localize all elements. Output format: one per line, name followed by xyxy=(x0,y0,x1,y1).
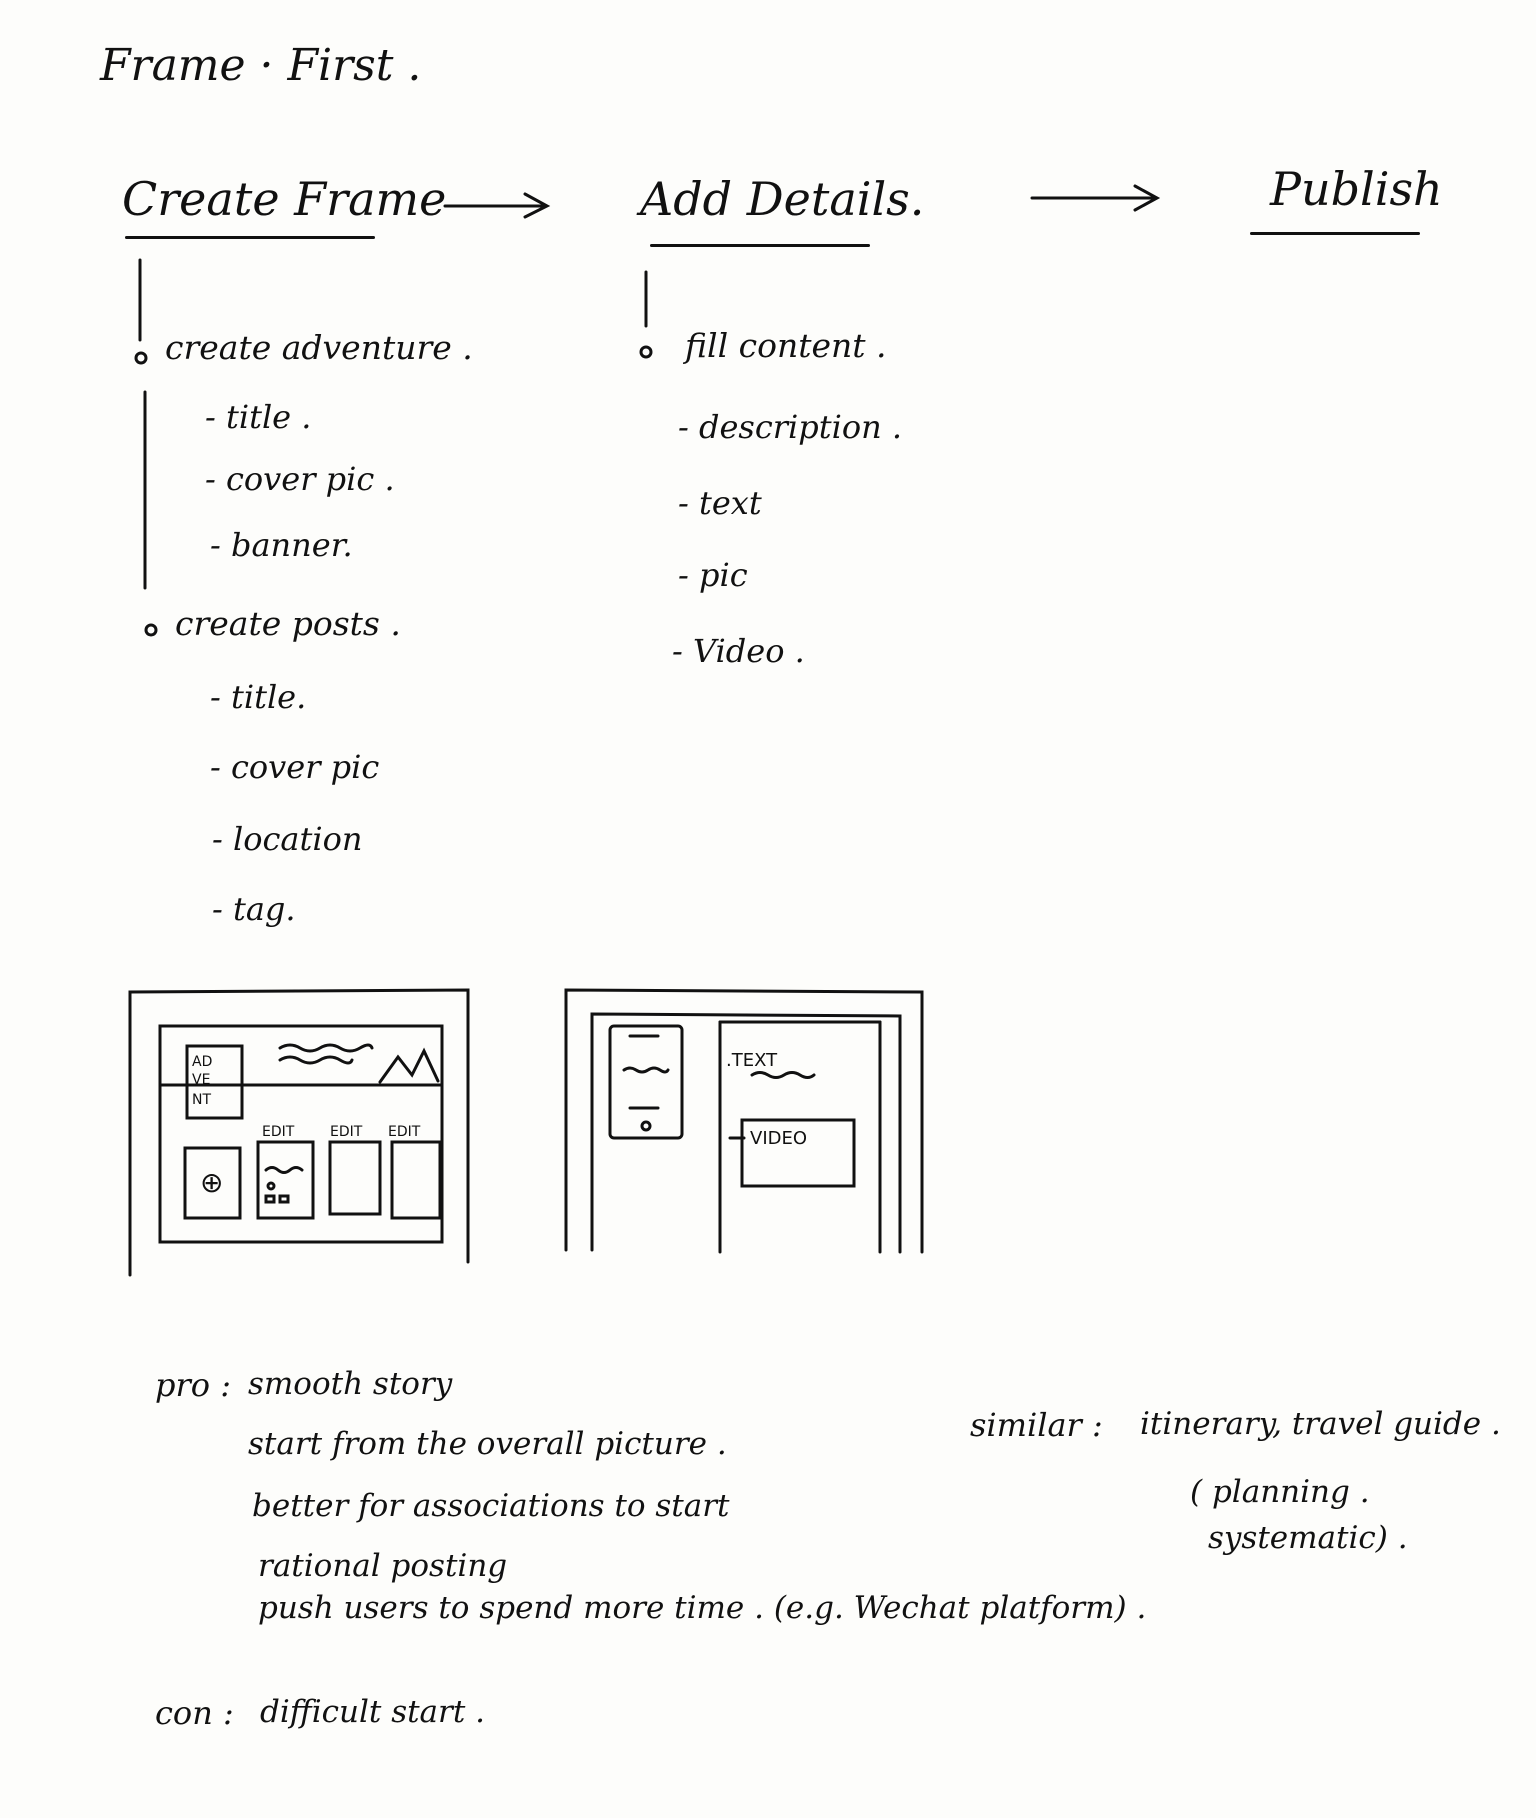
adventure-thumb-box xyxy=(185,1044,244,1120)
post-card-2 xyxy=(328,1140,382,1216)
con-value: difficult start . xyxy=(260,1694,486,1730)
similar-label: similar : xyxy=(970,1406,1103,1444)
pro-item: smooth story xyxy=(248,1366,453,1402)
sketch-details-frame xyxy=(564,988,924,1254)
details-item-pic: - pic xyxy=(678,556,748,594)
pro-item: rational posting xyxy=(258,1548,508,1584)
adventure-thumb-line-1: AD xyxy=(192,1054,212,1070)
posts-item-tag: - tag. xyxy=(212,890,296,928)
step-create-underline xyxy=(125,236,375,239)
posts-item-location: - location xyxy=(212,820,363,858)
bullet-circle-fill-content xyxy=(639,345,653,359)
adventure-item-title: - title . xyxy=(205,398,312,436)
similar-value: itinerary, travel guide . xyxy=(1140,1406,1501,1442)
sketch2-labels: .TEXT VIDEO xyxy=(726,1050,807,1149)
pro-item: better for associations to start xyxy=(252,1488,730,1524)
arrow-create-to-details xyxy=(443,192,551,219)
video-block xyxy=(740,1118,856,1188)
pro-item: push users to spend more time . (e.g. We… xyxy=(258,1590,1147,1626)
step-publish-underline xyxy=(1250,232,1420,235)
details-item-description: - description . xyxy=(678,408,903,446)
posts-item-title: - title. xyxy=(210,678,307,716)
adventure-item-cover-pic: - cover pic . xyxy=(205,460,395,498)
details-item-video: - Video . xyxy=(672,632,805,670)
post-card-1 xyxy=(256,1140,315,1220)
edit-label-1: EDIT xyxy=(262,1124,295,1140)
mobile-preview xyxy=(608,1024,684,1140)
step-details-underline xyxy=(650,244,870,247)
edit-label-2: EDIT xyxy=(330,1124,363,1140)
video-block-label: VIDEO xyxy=(750,1128,807,1149)
post-card-3 xyxy=(390,1140,442,1220)
posts-item-cover-pic: - cover pic xyxy=(210,748,380,786)
adventure-thumb-line-2: VE xyxy=(192,1072,210,1088)
text-block-label: .TEXT xyxy=(726,1050,778,1071)
sketch1-labels: AD VE NT EDIT EDIT EDIT ⊕ xyxy=(192,1054,421,1199)
bullet-create-adventure: create adventure . xyxy=(165,328,473,367)
adventure-thumb-line-3: NT xyxy=(192,1092,211,1108)
similar-paren-2: systematic) . xyxy=(1208,1520,1408,1556)
sketch-adventure-frame xyxy=(128,988,470,1277)
bullet-circle-adventure xyxy=(134,351,148,365)
edit-label-3: EDIT xyxy=(388,1124,421,1140)
similar-paren-1: ( planning . xyxy=(1190,1474,1370,1510)
step-add-details: Add Details. xyxy=(640,172,925,226)
add-post-box xyxy=(183,1146,242,1220)
bullet-circle-posts xyxy=(144,623,158,637)
bullet-fill-content: fill content . xyxy=(685,326,887,365)
details-item-text: - text xyxy=(678,484,762,522)
step-publish: Publish xyxy=(1270,162,1443,216)
pro-label: pro : xyxy=(155,1366,231,1404)
page-title: Frame · First . xyxy=(100,40,422,91)
step-create-frame: Create Frame xyxy=(122,172,447,226)
bullet-create-posts: create posts . xyxy=(175,604,401,643)
add-post-icon: ⊕ xyxy=(200,1166,223,1199)
adventure-item-banner: - banner. xyxy=(210,526,353,564)
pro-item: start from the overall picture . xyxy=(248,1426,727,1462)
arrow-details-to-publish xyxy=(1030,184,1161,212)
con-label: con : xyxy=(155,1694,234,1732)
